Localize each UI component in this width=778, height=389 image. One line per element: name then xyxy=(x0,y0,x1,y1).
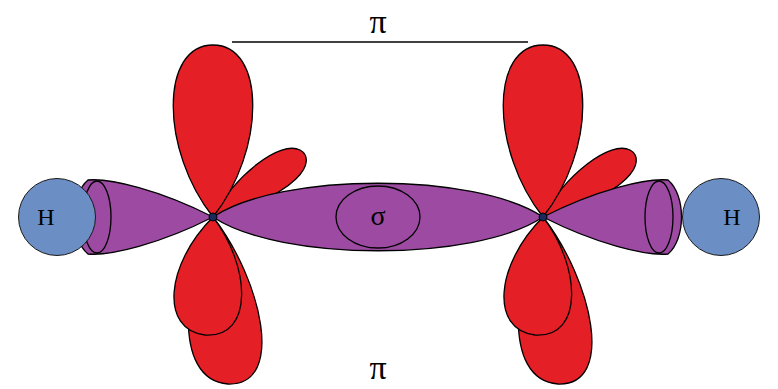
hydrogen-orbital: H xyxy=(682,178,760,256)
sigma-bond-label: σ xyxy=(370,202,385,230)
atom-symbol: H xyxy=(37,205,54,229)
hydrogen-orbital: H xyxy=(18,178,96,256)
pi-bond-label: π xyxy=(369,351,386,385)
atom-symbol: H xyxy=(723,205,740,229)
pi-bond-label: π xyxy=(369,5,386,39)
